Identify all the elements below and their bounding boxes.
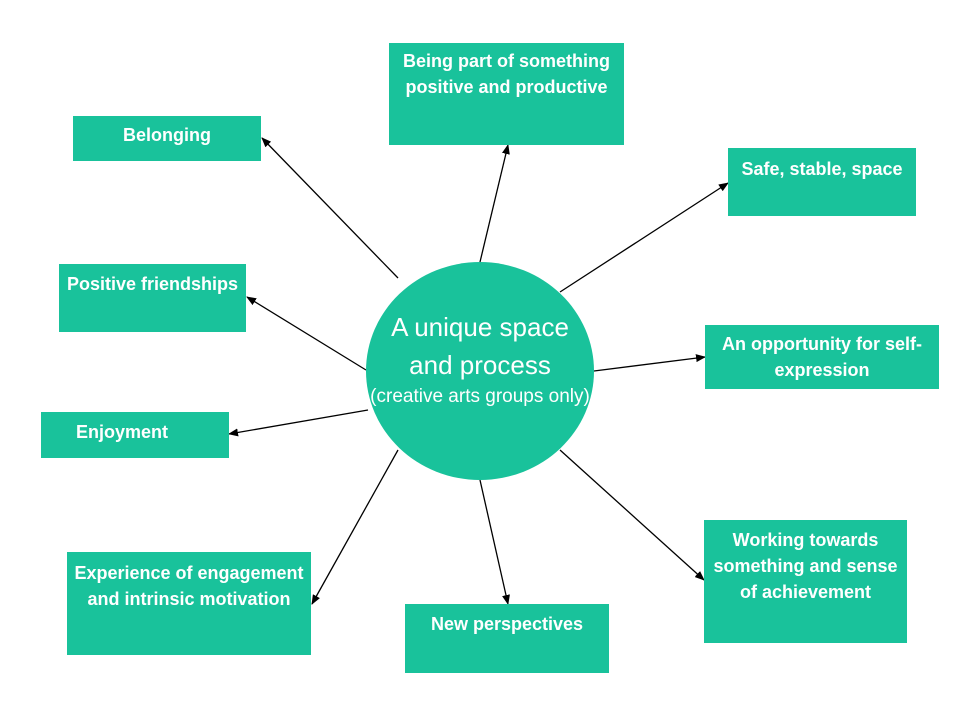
- node-new-perspectives-label: New perspectives: [430, 614, 584, 634]
- node-enjoyment-label: Enjoyment: [76, 422, 169, 442]
- arrow-to-enjoyment: [228, 409, 369, 437]
- central-node-subtitle: (creative arts groups only): [370, 386, 590, 407]
- arrow-to-safe-space: [559, 182, 729, 293]
- central-node: A unique space and process (creative art…: [366, 262, 594, 480]
- node-positive-friendships: Positive friendships: [59, 264, 246, 332]
- arrow-to-self-expression: [593, 354, 706, 372]
- node-new-perspectives: New perspectives: [405, 604, 609, 673]
- node-being-part-label: Being part of something positive and pro…: [403, 51, 610, 97]
- node-engagement-label: Experience of engagement and intrinsic m…: [74, 563, 304, 609]
- node-working-towards: Working towards something and sense of a…: [704, 520, 907, 643]
- node-safe-space: Safe, stable, space: [728, 148, 916, 216]
- arrow-to-working-towards: [559, 449, 705, 581]
- arrow-to-engagement: [311, 449, 399, 605]
- node-belonging-label: Belonging: [123, 125, 211, 145]
- node-belonging: Belonging: [73, 116, 261, 161]
- node-being-part: Being part of something positive and pro…: [389, 43, 624, 145]
- node-safe-space-label: Safe, stable, space: [741, 159, 903, 179]
- node-enjoyment: Enjoyment: [41, 412, 229, 458]
- arrow-to-new-perspectives: [479, 479, 510, 605]
- node-engagement: Experience of engagement and intrinsic m…: [67, 552, 311, 655]
- arrow-to-positive-friendships: [246, 296, 367, 371]
- arrow-to-being-part: [479, 144, 510, 263]
- node-working-towards-label: Working towards something and sense of a…: [713, 530, 898, 602]
- node-self-expression-label: An opportunity for self-expression: [722, 334, 922, 380]
- central-node-title: A unique space and process: [391, 312, 569, 380]
- node-self-expression: An opportunity for self-expression: [705, 325, 939, 389]
- arrow-to-belonging: [261, 137, 399, 279]
- node-positive-friendships-label: Positive friendships: [66, 274, 239, 294]
